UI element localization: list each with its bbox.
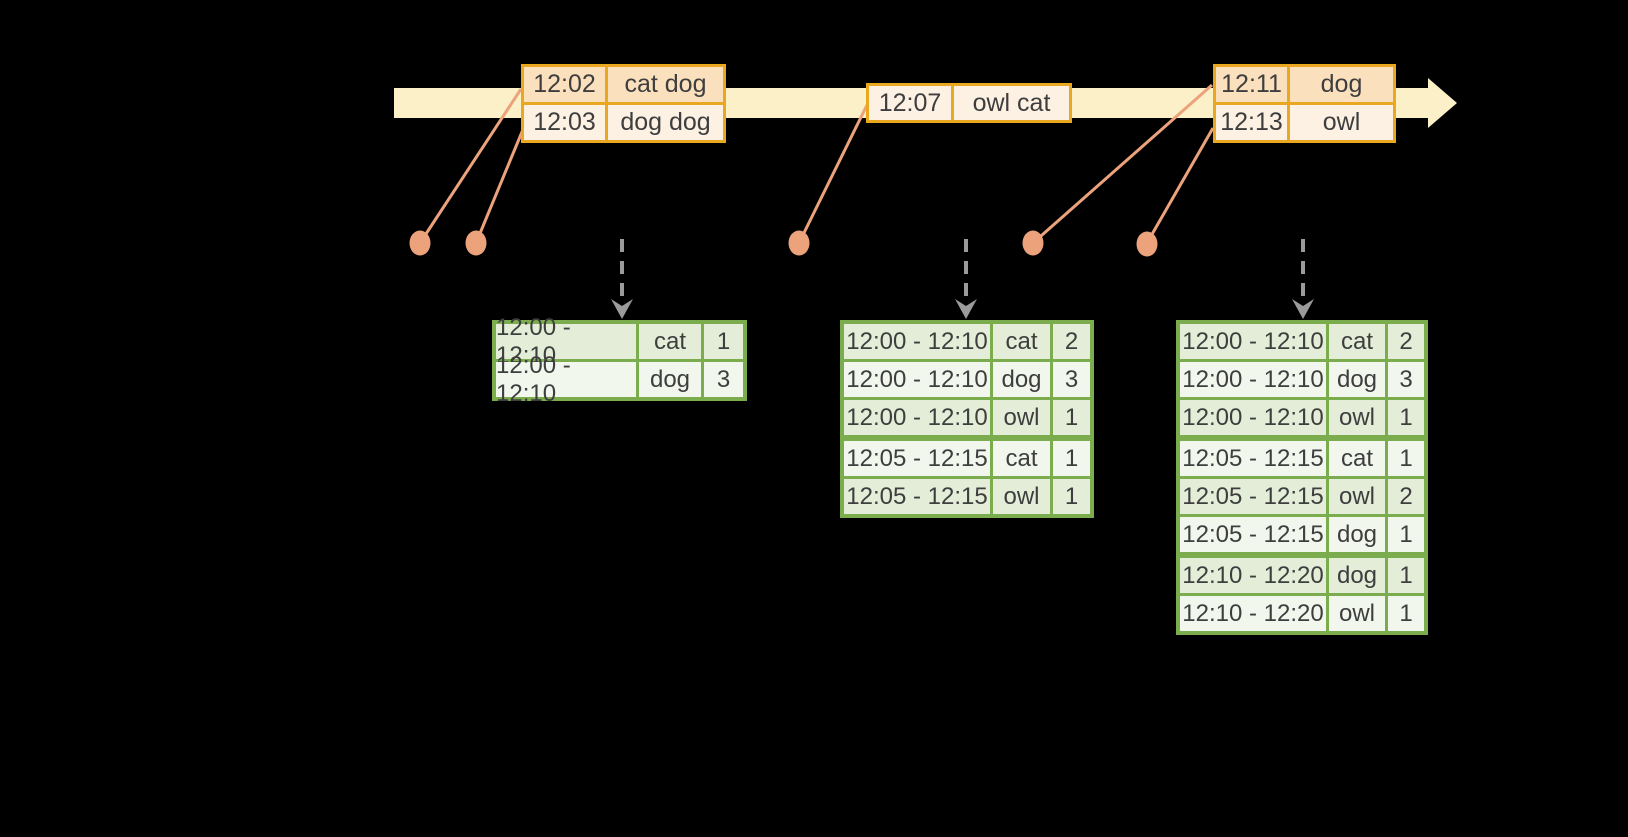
- count-cell: 1: [1053, 441, 1090, 476]
- table-row: 12:10 - 12:20 owl 1: [1180, 596, 1424, 631]
- count-cell: 2: [1053, 324, 1090, 359]
- event-time-cell: 12:13: [1216, 105, 1287, 140]
- event-table-2: 12:07 owl cat: [866, 83, 1072, 123]
- count-cell: 1: [1053, 400, 1090, 435]
- word-cell: owl: [1329, 596, 1385, 631]
- window-cell: 12:00 - 12:10: [844, 324, 990, 359]
- count-cell: 3: [704, 362, 743, 397]
- event-dot: [409, 230, 431, 256]
- count-cell: 1: [1388, 441, 1424, 476]
- count-cell: 1: [1388, 596, 1424, 631]
- count-cell: 2: [1388, 324, 1424, 359]
- count-cell: 1: [1388, 558, 1424, 593]
- table-row: 12:00 - 12:10 dog 3: [496, 352, 743, 407]
- window-cell: 12:00 - 12:10: [844, 400, 990, 435]
- word-cell: dog: [1329, 558, 1385, 593]
- table-row: 12:00 - 12:10 cat 2: [1180, 324, 1424, 359]
- word-cell: owl: [1329, 479, 1385, 514]
- word-cell: cat: [993, 324, 1050, 359]
- window-cell: 12:00 - 12:10: [496, 352, 636, 407]
- event-words-cell: dog: [1290, 67, 1393, 102]
- table-row: 12:00 - 12:10 owl 1: [844, 400, 1090, 435]
- result-table-1: 12:00 - 12:10 cat 1 12:00 - 12:10 dog 3: [492, 314, 747, 407]
- word-cell: dog: [639, 362, 701, 397]
- table-row: 12:00 - 12:10 cat 2: [844, 324, 1090, 359]
- table-row: 12:05 - 12:15 cat 1: [1180, 441, 1424, 476]
- event-time-cell: 12:11: [1216, 67, 1287, 102]
- table-row: 12:11 dog: [1216, 67, 1393, 102]
- word-cell: owl: [993, 400, 1050, 435]
- word-cell: cat: [639, 324, 701, 359]
- event-time-cell: 12:02: [524, 67, 605, 102]
- table-row: 12:05 - 12:15 cat 1: [844, 441, 1090, 476]
- window-cell: 12:00 - 12:10: [1180, 324, 1326, 359]
- count-cell: 2: [1388, 479, 1424, 514]
- count-cell: 1: [1388, 400, 1424, 435]
- count-cell: 1: [1053, 479, 1090, 514]
- word-cell: dog: [1329, 517, 1385, 552]
- event-words-cell: dog dog: [608, 105, 723, 140]
- count-cell: 3: [1388, 362, 1424, 397]
- table-row: 12:13 owl: [1216, 105, 1393, 140]
- window-cell: 12:00 - 12:10: [844, 362, 990, 397]
- window-cell: 12:10 - 12:20: [1180, 558, 1326, 593]
- table-row: 12:07 owl cat: [869, 86, 1069, 120]
- event-time-cell: 12:07: [869, 86, 951, 120]
- connector-line: [1145, 127, 1215, 244]
- table-row: 12:05 - 12:15 owl 1: [844, 479, 1090, 514]
- event-time-cell: 12:03: [524, 105, 605, 140]
- result-table-3: 12:00 - 12:10 cat 2 12:00 - 12:10 dog 3 …: [1176, 320, 1428, 635]
- event-dot: [465, 230, 487, 256]
- table-row: 12:05 - 12:15 owl 2: [1180, 479, 1424, 514]
- timeline-arrowhead: [1428, 78, 1457, 128]
- window-cell: 12:05 - 12:15: [844, 441, 990, 476]
- table-row: 12:10 - 12:20 dog 1: [1180, 558, 1424, 593]
- event-dot: [788, 230, 810, 256]
- trigger-arrowhead: [611, 299, 633, 319]
- event-words-cell: cat dog: [608, 67, 723, 102]
- window-cell: 12:05 - 12:15: [1180, 441, 1326, 476]
- result-table-2: 12:00 - 12:10 cat 2 12:00 - 12:10 dog 3 …: [840, 320, 1094, 518]
- table-row: 12:00 - 12:10 dog 3: [1180, 362, 1424, 397]
- count-cell: 1: [1388, 517, 1424, 552]
- connector-line: [418, 88, 523, 244]
- word-cell: dog: [993, 362, 1050, 397]
- window-cell: 12:05 - 12:15: [1180, 479, 1326, 514]
- connector-line: [1032, 83, 1213, 245]
- word-cell: cat: [1329, 324, 1385, 359]
- word-cell: owl: [993, 479, 1050, 514]
- event-dot: [1022, 230, 1044, 256]
- trigger-arrowhead: [955, 299, 977, 319]
- table-row: 12:02 cat dog: [524, 67, 723, 102]
- table-row: 12:00 - 12:10 dog 3: [844, 362, 1090, 397]
- event-table-1: 12:02 cat dog 12:03 dog dog: [521, 64, 726, 143]
- window-cell: 12:05 - 12:15: [1180, 517, 1326, 552]
- connector-line: [797, 104, 869, 244]
- trigger-arrowhead: [1292, 299, 1314, 319]
- word-cell: owl: [1329, 400, 1385, 435]
- table-row: 12:05 - 12:15 dog 1: [1180, 517, 1424, 552]
- table-row: 12:03 dog dog: [524, 105, 723, 140]
- event-table-3: 12:11 dog 12:13 owl: [1213, 64, 1396, 143]
- count-cell: 1: [704, 324, 743, 359]
- word-cell: cat: [993, 441, 1050, 476]
- event-dot: [1136, 231, 1158, 257]
- window-cell: 12:00 - 12:10: [1180, 400, 1326, 435]
- window-cell: 12:00 - 12:10: [1180, 362, 1326, 397]
- table-row: 12:00 - 12:10 owl 1: [1180, 400, 1424, 435]
- window-cell: 12:05 - 12:15: [844, 479, 990, 514]
- word-cell: cat: [1329, 441, 1385, 476]
- count-cell: 3: [1053, 362, 1090, 397]
- event-words-cell: owl: [1290, 105, 1393, 140]
- event-words-cell: owl cat: [954, 86, 1069, 120]
- window-cell: 12:10 - 12:20: [1180, 596, 1326, 631]
- word-cell: dog: [1329, 362, 1385, 397]
- connector-line: [474, 126, 526, 244]
